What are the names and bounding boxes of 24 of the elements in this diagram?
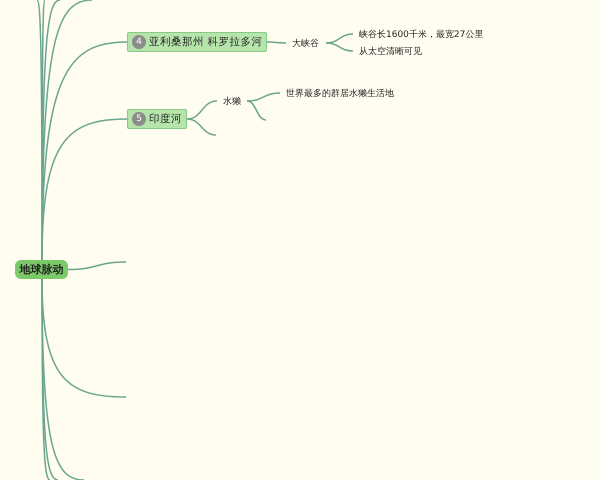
topic-label: 地球脉动 [20,262,64,277]
connector-line [186,118,216,136]
topic-box [127,32,267,52]
connector-line [186,100,218,120]
connector-line [68,261,126,270]
number-badge: 5 [132,112,146,126]
central-topic [15,260,68,279]
number-badge: 4 [132,35,146,49]
connector-line [267,41,286,44]
connector-line [326,33,354,44]
connector-line [36,0,43,260]
subtopic-text: 峡谷长1600千米，最宽27公里 [353,26,483,42]
connector-line [246,100,266,121]
connector-line [41,0,92,260]
topic-label: 印度河 [149,112,182,126]
topic-label: 亚利桑那州 科罗拉多河 [149,35,262,49]
connector-line [326,42,354,52]
subtopic-text: 大峡谷 [286,35,326,51]
connector-line [246,92,280,102]
topic-box [127,109,187,129]
subtopic-text: 水獭 [217,93,247,109]
connector-line [41,279,84,480]
subtopic-text: 从太空清晰可见 [353,43,433,59]
subtopic-text: 世界最多的群居水獭生活地 [280,85,400,101]
